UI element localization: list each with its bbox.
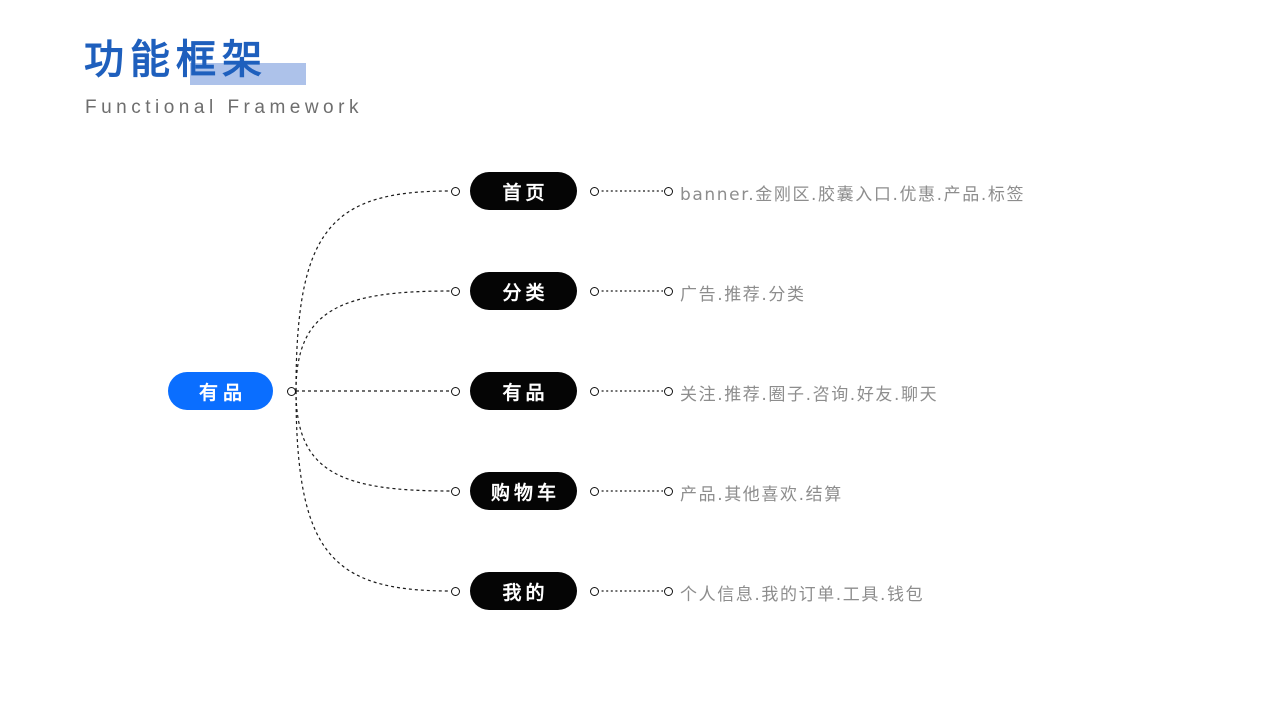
leaf-0-dot: [664, 187, 673, 196]
root-node[interactable]: 有品: [168, 372, 273, 410]
root-node-label: 有品: [198, 381, 247, 404]
branch-node-4-label: 我的: [502, 581, 549, 604]
edge-root-to-branch-1: [295, 290, 451, 392]
branch-node-1[interactable]: 分类: [470, 272, 577, 310]
branch-node-4[interactable]: 我的: [470, 572, 577, 610]
page-title: 功能框架: [84, 37, 268, 83]
leaf-text-0: banner.金刚区.胶囊入口.优惠.产品.标签: [680, 185, 1026, 205]
leaf-1-dot: [664, 287, 673, 296]
branch-node-2-label: 有品: [502, 381, 549, 404]
branch-node-1-label: 分类: [502, 281, 549, 304]
branch-2-left-dot: [451, 387, 460, 396]
leaf-text-1: 广告.推荐.分类: [680, 285, 806, 305]
branch-0-right-dot: [590, 187, 599, 196]
edge-root-to-branch-3: [295, 390, 451, 492]
leaf-3-dot: [664, 487, 673, 496]
branch-4-right-dot: [590, 587, 599, 596]
branch-4-left-dot: [451, 587, 460, 596]
branch-1-right-dot: [590, 287, 599, 296]
branch-node-2[interactable]: 有品: [470, 372, 577, 410]
branch-3-right-dot: [590, 487, 599, 496]
leaf-2-dot: [664, 387, 673, 396]
leaf-text-2: 关注.推荐.圈子.咨询.好友.聊天: [680, 385, 939, 405]
branch-2-right-dot: [590, 387, 599, 396]
page-subtitle: Functional Framework: [85, 97, 363, 118]
leaf-text-3: 产品.其他喜欢.结算: [680, 485, 843, 505]
leaf-text-4: 个人信息.我的订单.工具.钱包: [680, 585, 925, 605]
branch-3-left-dot: [451, 487, 460, 496]
branch-node-0-label: 首页: [502, 181, 549, 204]
edge-root-to-branch-4: [295, 390, 451, 592]
page-header: 功能框架 Functional Framework: [84, 34, 644, 130]
root-connector-dot: [287, 387, 296, 396]
branch-node-0[interactable]: 首页: [470, 172, 577, 210]
title-highlight-bar: [190, 63, 306, 85]
title-wrap: 功能框架: [84, 34, 306, 92]
branch-0-left-dot: [451, 187, 460, 196]
leaf-4-dot: [664, 587, 673, 596]
branch-1-left-dot: [451, 287, 460, 296]
branch-node-3-label: 购物车: [490, 481, 560, 504]
edge-root-to-branch-0: [295, 190, 451, 392]
branch-node-3[interactable]: 购物车: [470, 472, 577, 510]
